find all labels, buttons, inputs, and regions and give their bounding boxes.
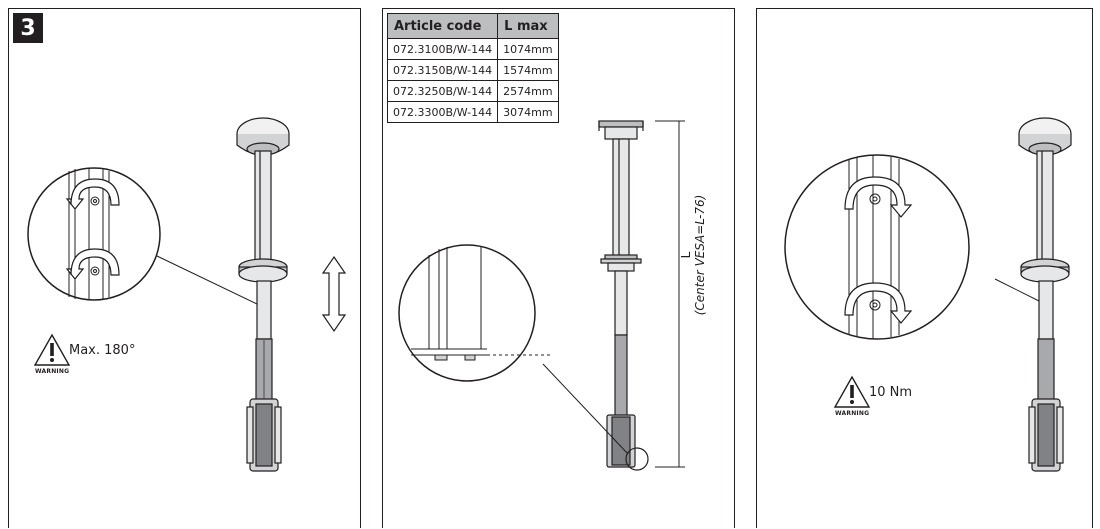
warning-triangle-icon (33, 333, 71, 366)
warning-word: WARNING (35, 368, 70, 375)
panel-tighten: WARNING 10 Nm (756, 8, 1093, 528)
pole-tighten-illustration (784, 117, 1072, 472)
article-code-cell: 072.3300B/W-144 (386, 101, 499, 123)
double-arrow-icon (321, 255, 347, 333)
pole-dimension-illustration (398, 120, 685, 471)
table-header-row: Article code L max (386, 13, 559, 39)
article-code-cell: 072.3250B/W-144 (386, 80, 499, 102)
pole-adjust-illustration (27, 117, 347, 472)
table-row: 072.3150B/W-144 1574mm (386, 59, 559, 81)
table-row: 072.3100B/W-144 1074mm (386, 38, 559, 60)
dimension-label: L (Center VESA=L-76) (679, 175, 707, 335)
column-header-l-max: L max (497, 13, 559, 39)
dimension-letter: L (679, 251, 693, 259)
dimension-caption: (Center VESA=L-76) (693, 194, 707, 316)
table-row: 072.3300B/W-144 3074mm (386, 101, 559, 123)
column-header-article-code: Article code (386, 13, 499, 39)
rotate-arrow-icon (844, 176, 913, 324)
table-row: 072.3250B/W-144 2574mm (386, 80, 559, 102)
article-code-cell: 072.3150B/W-144 (386, 59, 499, 81)
warning-word: WARNING (835, 410, 870, 417)
l-max-cell: 3074mm (497, 101, 559, 123)
rotate-arrow-icon (65, 178, 120, 280)
article-table: Article code L max 072.3100B/W-144 1074m… (386, 13, 559, 123)
warning-value: Max. 180° (69, 343, 136, 358)
step-number-badge: 3 (13, 13, 43, 43)
warning-triangle-icon (833, 375, 871, 408)
panel-adjust-height: 3 (8, 8, 361, 528)
l-max-cell: 1574mm (497, 59, 559, 81)
panel-dimensions: Article code L max 072.3100B/W-144 1074m… (382, 8, 735, 528)
warning-value: 10 Nm (869, 385, 913, 400)
